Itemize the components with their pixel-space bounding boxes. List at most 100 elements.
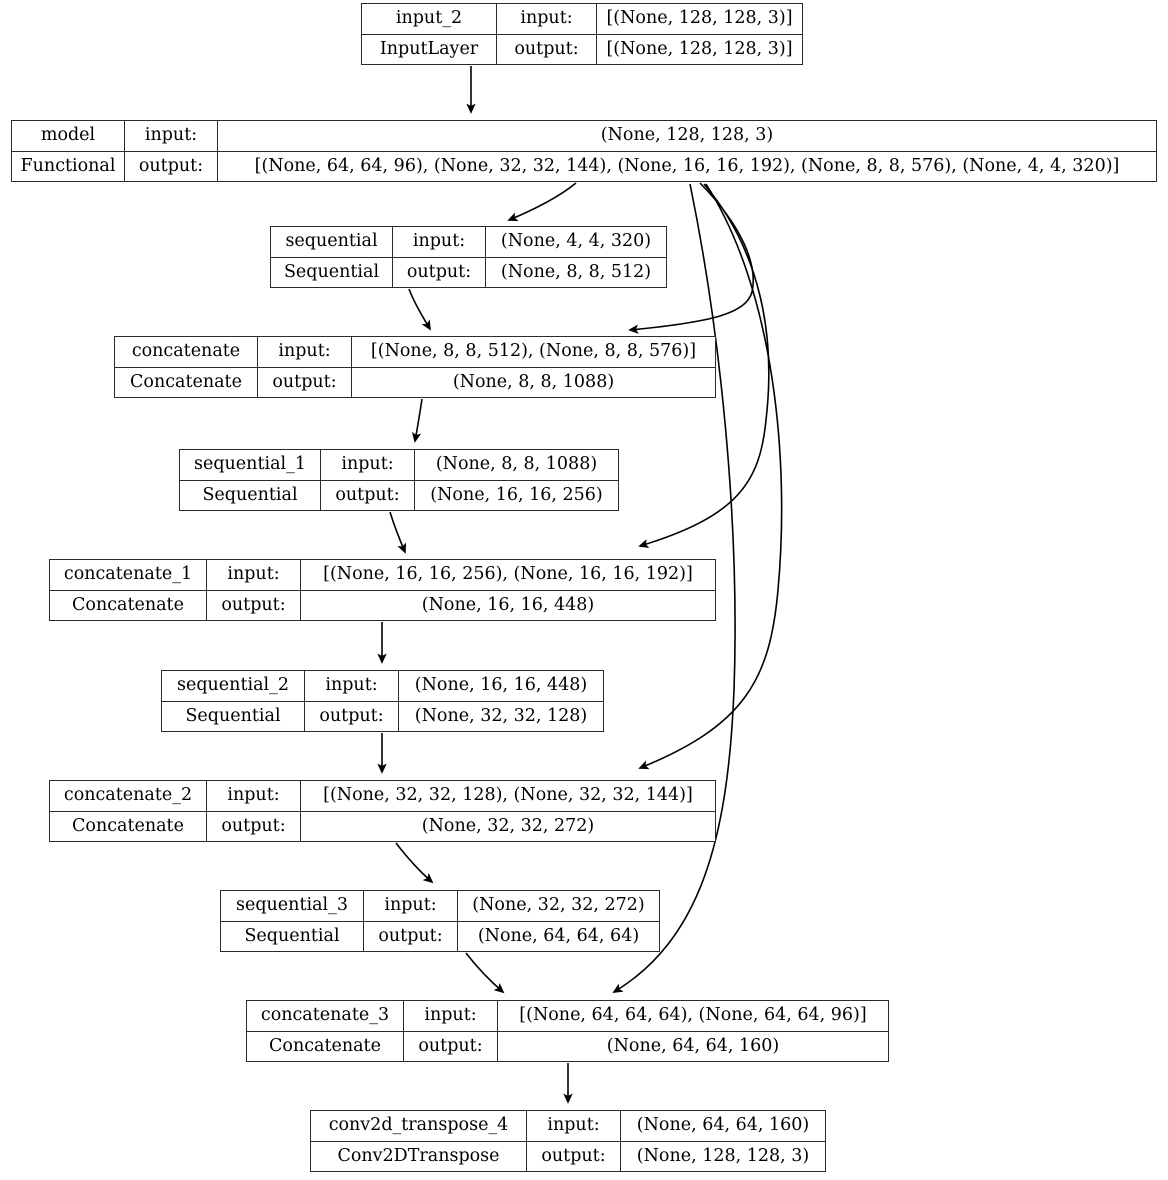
node-label-name: concatenate_3 bbox=[247, 1001, 404, 1031]
node-label-name: concatenate_2 bbox=[50, 781, 207, 811]
node-label-name: concatenate_1 bbox=[50, 560, 207, 590]
node-label-input: input: bbox=[393, 227, 486, 257]
node-label-input: input: bbox=[527, 1111, 621, 1141]
node-label-output: output: bbox=[258, 367, 352, 397]
edge-concatenate-to-sequential1 bbox=[411, 398, 423, 443]
node-label-output: output: bbox=[207, 590, 301, 620]
node-output-shape: (None, 32, 32, 128) bbox=[414, 705, 588, 726]
node-input-shape: (None, 8, 8, 1088) bbox=[435, 454, 598, 474]
node-label-class: Concatenate bbox=[247, 1031, 404, 1061]
node-label-input: input: bbox=[364, 891, 458, 921]
node-output-shape: (None, 16, 16, 256) bbox=[430, 484, 603, 505]
node-label-class: Functional bbox=[12, 151, 125, 181]
node-input-shape: [(None, 16, 16, 256), (None, 16, 16, 192… bbox=[323, 564, 693, 584]
node-label-output: output: bbox=[305, 701, 399, 731]
node-label-class: Concatenate bbox=[50, 811, 207, 841]
node-input-shape: [(None, 64, 64, 64), (None, 64, 64, 96)] bbox=[519, 1005, 867, 1025]
node-label-output: output: bbox=[497, 34, 597, 64]
node-output-shape: [(None, 128, 128, 3)] bbox=[606, 38, 793, 59]
node-output-shape: (None, 8, 8, 1088) bbox=[452, 371, 615, 392]
node-label-name: model bbox=[12, 121, 125, 151]
node-input-shape: [(None, 8, 8, 512), (None, 8, 8, 576)] bbox=[370, 341, 697, 361]
node-input-shape: [(None, 32, 32, 128), (None, 32, 32, 144… bbox=[323, 785, 693, 805]
node-label-name: input_2 bbox=[362, 4, 497, 34]
node-label-output: output: bbox=[404, 1031, 498, 1061]
node-label-output: output: bbox=[527, 1141, 621, 1171]
node-output-shape: (None, 128, 128, 3) bbox=[636, 1145, 810, 1166]
node-label-input: input: bbox=[321, 450, 415, 480]
node-label-name: sequential_2 bbox=[162, 671, 305, 701]
node-label-output: output: bbox=[393, 257, 486, 287]
node-label-input: input: bbox=[125, 121, 218, 151]
node-label-class: InputLayer bbox=[362, 34, 497, 64]
node-label-input: input: bbox=[497, 4, 597, 34]
node-label-name: concatenate bbox=[115, 337, 258, 367]
node-label-class: Concatenate bbox=[115, 367, 258, 397]
node-label-input: input: bbox=[207, 781, 301, 811]
node-label-name: sequential_3 bbox=[221, 891, 364, 921]
edge-model-to-sequential bbox=[507, 182, 577, 222]
node-input-shape: (None, 16, 16, 448) bbox=[414, 675, 588, 695]
node-output-shape: [(None, 64, 64, 96), (None, 32, 32, 144)… bbox=[254, 155, 1120, 176]
node-label-class: Concatenate bbox=[50, 590, 207, 620]
node-label-class: Conv2DTranspose bbox=[311, 1141, 527, 1171]
node-output-shape: (None, 16, 16, 448) bbox=[421, 594, 595, 615]
node-label-output: output: bbox=[321, 480, 415, 510]
node-label-input: input: bbox=[305, 671, 399, 701]
node-input-shape: (None, 4, 4, 320) bbox=[500, 231, 652, 251]
node-label-class: Sequential bbox=[221, 921, 364, 951]
edge-sequential3-to-concatenate3 bbox=[465, 952, 505, 994]
node-label-input: input: bbox=[207, 560, 301, 590]
node-input-shape: (None, 32, 32, 272) bbox=[472, 895, 645, 915]
node-label-class: Sequential bbox=[162, 701, 305, 731]
node-label-name: conv2d_transpose_4 bbox=[311, 1111, 527, 1141]
node-output-shape: (None, 64, 64, 160) bbox=[606, 1035, 780, 1056]
edge-sequential-to-concatenate bbox=[408, 288, 431, 331]
node-label-input: input: bbox=[258, 337, 352, 367]
node-output-shape: (None, 32, 32, 272) bbox=[421, 815, 595, 836]
node-label-output: output: bbox=[364, 921, 458, 951]
node-label-output: output: bbox=[207, 811, 301, 841]
node-input-shape: [(None, 128, 128, 3)] bbox=[606, 8, 793, 28]
node-label-input: input: bbox=[404, 1001, 498, 1031]
node-label-class: Sequential bbox=[180, 480, 321, 510]
edge-sequential1-to-concatenate1 bbox=[389, 511, 406, 554]
node-input-shape: (None, 128, 128, 3) bbox=[600, 125, 774, 145]
node-output-shape: (None, 8, 8, 512) bbox=[500, 261, 652, 282]
node-label-class: Sequential bbox=[271, 257, 393, 287]
node-output-shape: (None, 64, 64, 64) bbox=[477, 925, 640, 946]
